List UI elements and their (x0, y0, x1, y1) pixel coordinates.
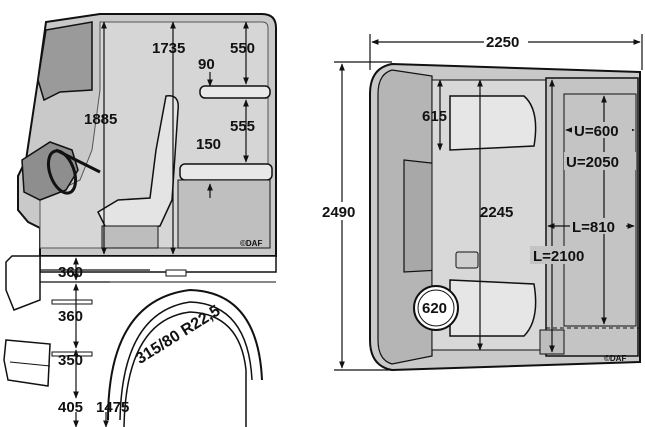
seat-top-right (449, 95, 537, 151)
label-u600: U=600 (574, 123, 619, 140)
label-l810-bg (570, 218, 626, 234)
bumper-line (9, 361, 51, 367)
side-view: ©DAF 315/80 R22,5 (3, 13, 277, 427)
label-u600-bg (572, 122, 632, 138)
wheel-arch (107, 288, 263, 421)
label-2490-bg (322, 202, 362, 220)
label-l2100-bg (530, 246, 598, 264)
label-2250: 2250 (486, 34, 519, 51)
label-2245: 2245 (480, 204, 513, 221)
label-u2050-bg (564, 152, 636, 170)
step-upper (51, 299, 93, 305)
wheel-circle-inner (417, 289, 455, 327)
label-360-upper: 360 (58, 264, 83, 281)
seat-base (101, 225, 159, 249)
label-2250-bg (484, 32, 528, 50)
label-620: 620 (422, 300, 447, 317)
label-2490: 2490 (322, 204, 355, 221)
label-u2050: U=2050 (566, 154, 619, 171)
wheel-arch-inner (119, 301, 253, 421)
label-405: 405 (58, 399, 83, 416)
label-615: 615 (422, 108, 447, 125)
seat-top-left (449, 279, 537, 337)
label-150: 150 (196, 136, 221, 153)
label-1735: 1735 (152, 40, 185, 57)
label-l810: L=810 (572, 219, 615, 236)
label-1475: 1475 (96, 399, 129, 416)
bumper (3, 339, 51, 387)
side-logo: ©DAF (240, 239, 262, 248)
label-1885: 1885 (84, 111, 117, 128)
step-lower (51, 351, 93, 357)
label-90: 90 (198, 56, 215, 73)
top-view: ©DAF 2250 2490 2245 615 (322, 32, 643, 372)
lower-bunk (179, 163, 273, 181)
frame-bracket (165, 269, 187, 277)
lower-bunk-box (177, 179, 271, 249)
windscreen (37, 21, 93, 102)
label-l2100: L=2100 (533, 248, 584, 265)
label-360-lower: 360 (58, 308, 83, 325)
tire (123, 311, 247, 427)
label-350: 350 (58, 352, 83, 369)
bunk-area (545, 77, 639, 357)
steering-wheel (46, 149, 78, 195)
floor-hatch (455, 251, 479, 269)
top-logo: ©DAF (604, 354, 626, 363)
upper-bunk (199, 85, 271, 99)
upper-bunk-outline (563, 93, 637, 327)
front-grille (5, 255, 41, 311)
label-555: 555 (230, 118, 255, 135)
label-550: 550 (230, 40, 255, 57)
wheel-circle (413, 285, 459, 331)
